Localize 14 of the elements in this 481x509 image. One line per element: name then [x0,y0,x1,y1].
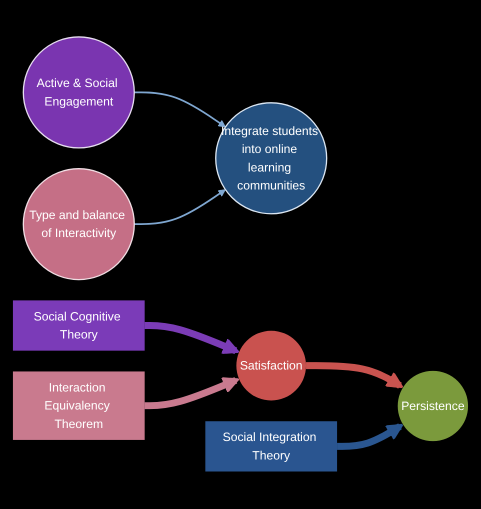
arrow [144,377,240,410]
arrow [144,322,240,354]
node-box: Social Integration Theory [205,422,338,472]
node-circle: Integrate students into online learning communities [215,102,328,215]
arrow [306,362,404,389]
node-box: Interaction Equivalency Theorem [12,372,145,440]
arrow [134,92,226,128]
arrow [134,190,226,226]
node-circle: Active & Social Engagement [22,36,135,149]
node-circle: Type and balance of Interactivity [22,168,135,281]
arrow [337,424,404,450]
node-circle: Persistence [398,371,468,442]
node-box: Social Cognitive Theory [12,300,145,351]
node-circle: Satisfaction [236,331,306,401]
